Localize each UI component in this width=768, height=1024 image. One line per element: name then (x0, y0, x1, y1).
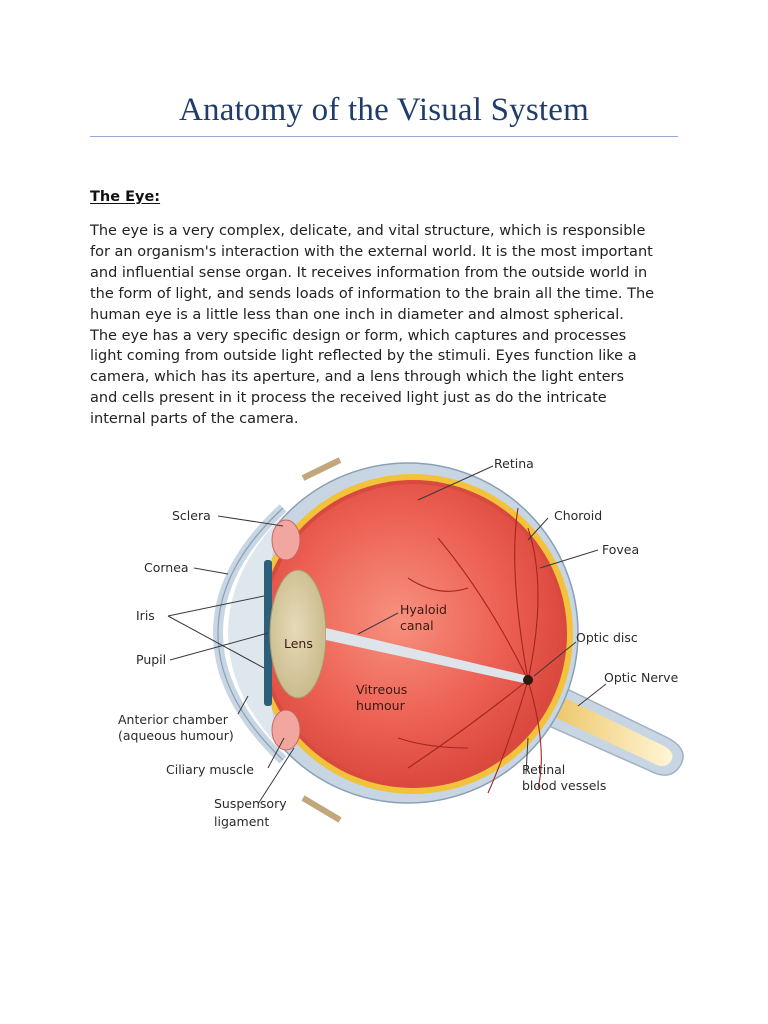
label-aqueous-humour: (aqueous humour) (118, 728, 234, 743)
label-hyaloid: Hyaloid (400, 602, 447, 617)
eye-muscle-bottom (303, 798, 340, 820)
label-pupil: Pupil (136, 652, 166, 667)
label-lens: Lens (284, 636, 313, 651)
label-humour: humour (356, 698, 406, 713)
ciliary-muscle-bottom (272, 710, 300, 750)
label-vitreous: Vitreous (356, 682, 407, 697)
paragraph-line: for an organism's interaction with the e… (90, 242, 690, 263)
paragraph-line: the form of light, and sends loads of in… (90, 284, 690, 305)
eye-anatomy-diagram: Retina Sclera Choroid Fovea Cornea Iris … (108, 448, 708, 848)
lens (270, 570, 326, 698)
paragraph-line: human eye is a little less than one inch… (90, 305, 690, 326)
eye-muscle-top (303, 460, 340, 478)
label-cornea: Cornea (144, 560, 189, 575)
paragraph-line: internal parts of the camera. (90, 409, 690, 430)
label-ligament: ligament (214, 814, 269, 829)
label-sclera: Sclera (172, 508, 211, 523)
ciliary-muscle-top (272, 520, 300, 560)
label-retina: Retina (494, 456, 534, 471)
label-blood-vessels: blood vessels (522, 778, 606, 793)
paragraph-line: The eye is a very complex, delicate, and… (90, 221, 690, 242)
section-heading: The Eye: (90, 189, 160, 205)
label-ciliary-muscle: Ciliary muscle (166, 762, 254, 777)
paragraph: The eye is a very complex, delicate, and… (90, 221, 690, 430)
label-iris: Iris (136, 608, 155, 623)
title-divider (90, 136, 678, 137)
paragraph-line: and influential sense organ. It receives… (90, 263, 690, 284)
label-retinal: Retinal (522, 762, 565, 777)
paragraph-line: and cells present in it process the rece… (90, 388, 690, 409)
label-hyaloid-canal: canal (400, 618, 434, 633)
label-fovea: Fovea (602, 542, 639, 557)
label-optic-nerve: Optic Nerve (604, 670, 679, 685)
optic-disc (523, 675, 533, 685)
label-suspensory: Suspensory (214, 796, 287, 811)
paragraph-line: The eye has a very specific design or fo… (90, 326, 690, 347)
label-anterior-chamber: Anterior chamber (118, 712, 229, 727)
paragraph-line: light coming from outside light reflecte… (90, 346, 690, 367)
paragraph-line: camera, which has its aperture, and a le… (90, 367, 690, 388)
page-title: Anatomy of the Visual System (0, 92, 768, 129)
label-choroid: Choroid (554, 508, 602, 523)
label-optic-disc: Optic disc (576, 630, 638, 645)
